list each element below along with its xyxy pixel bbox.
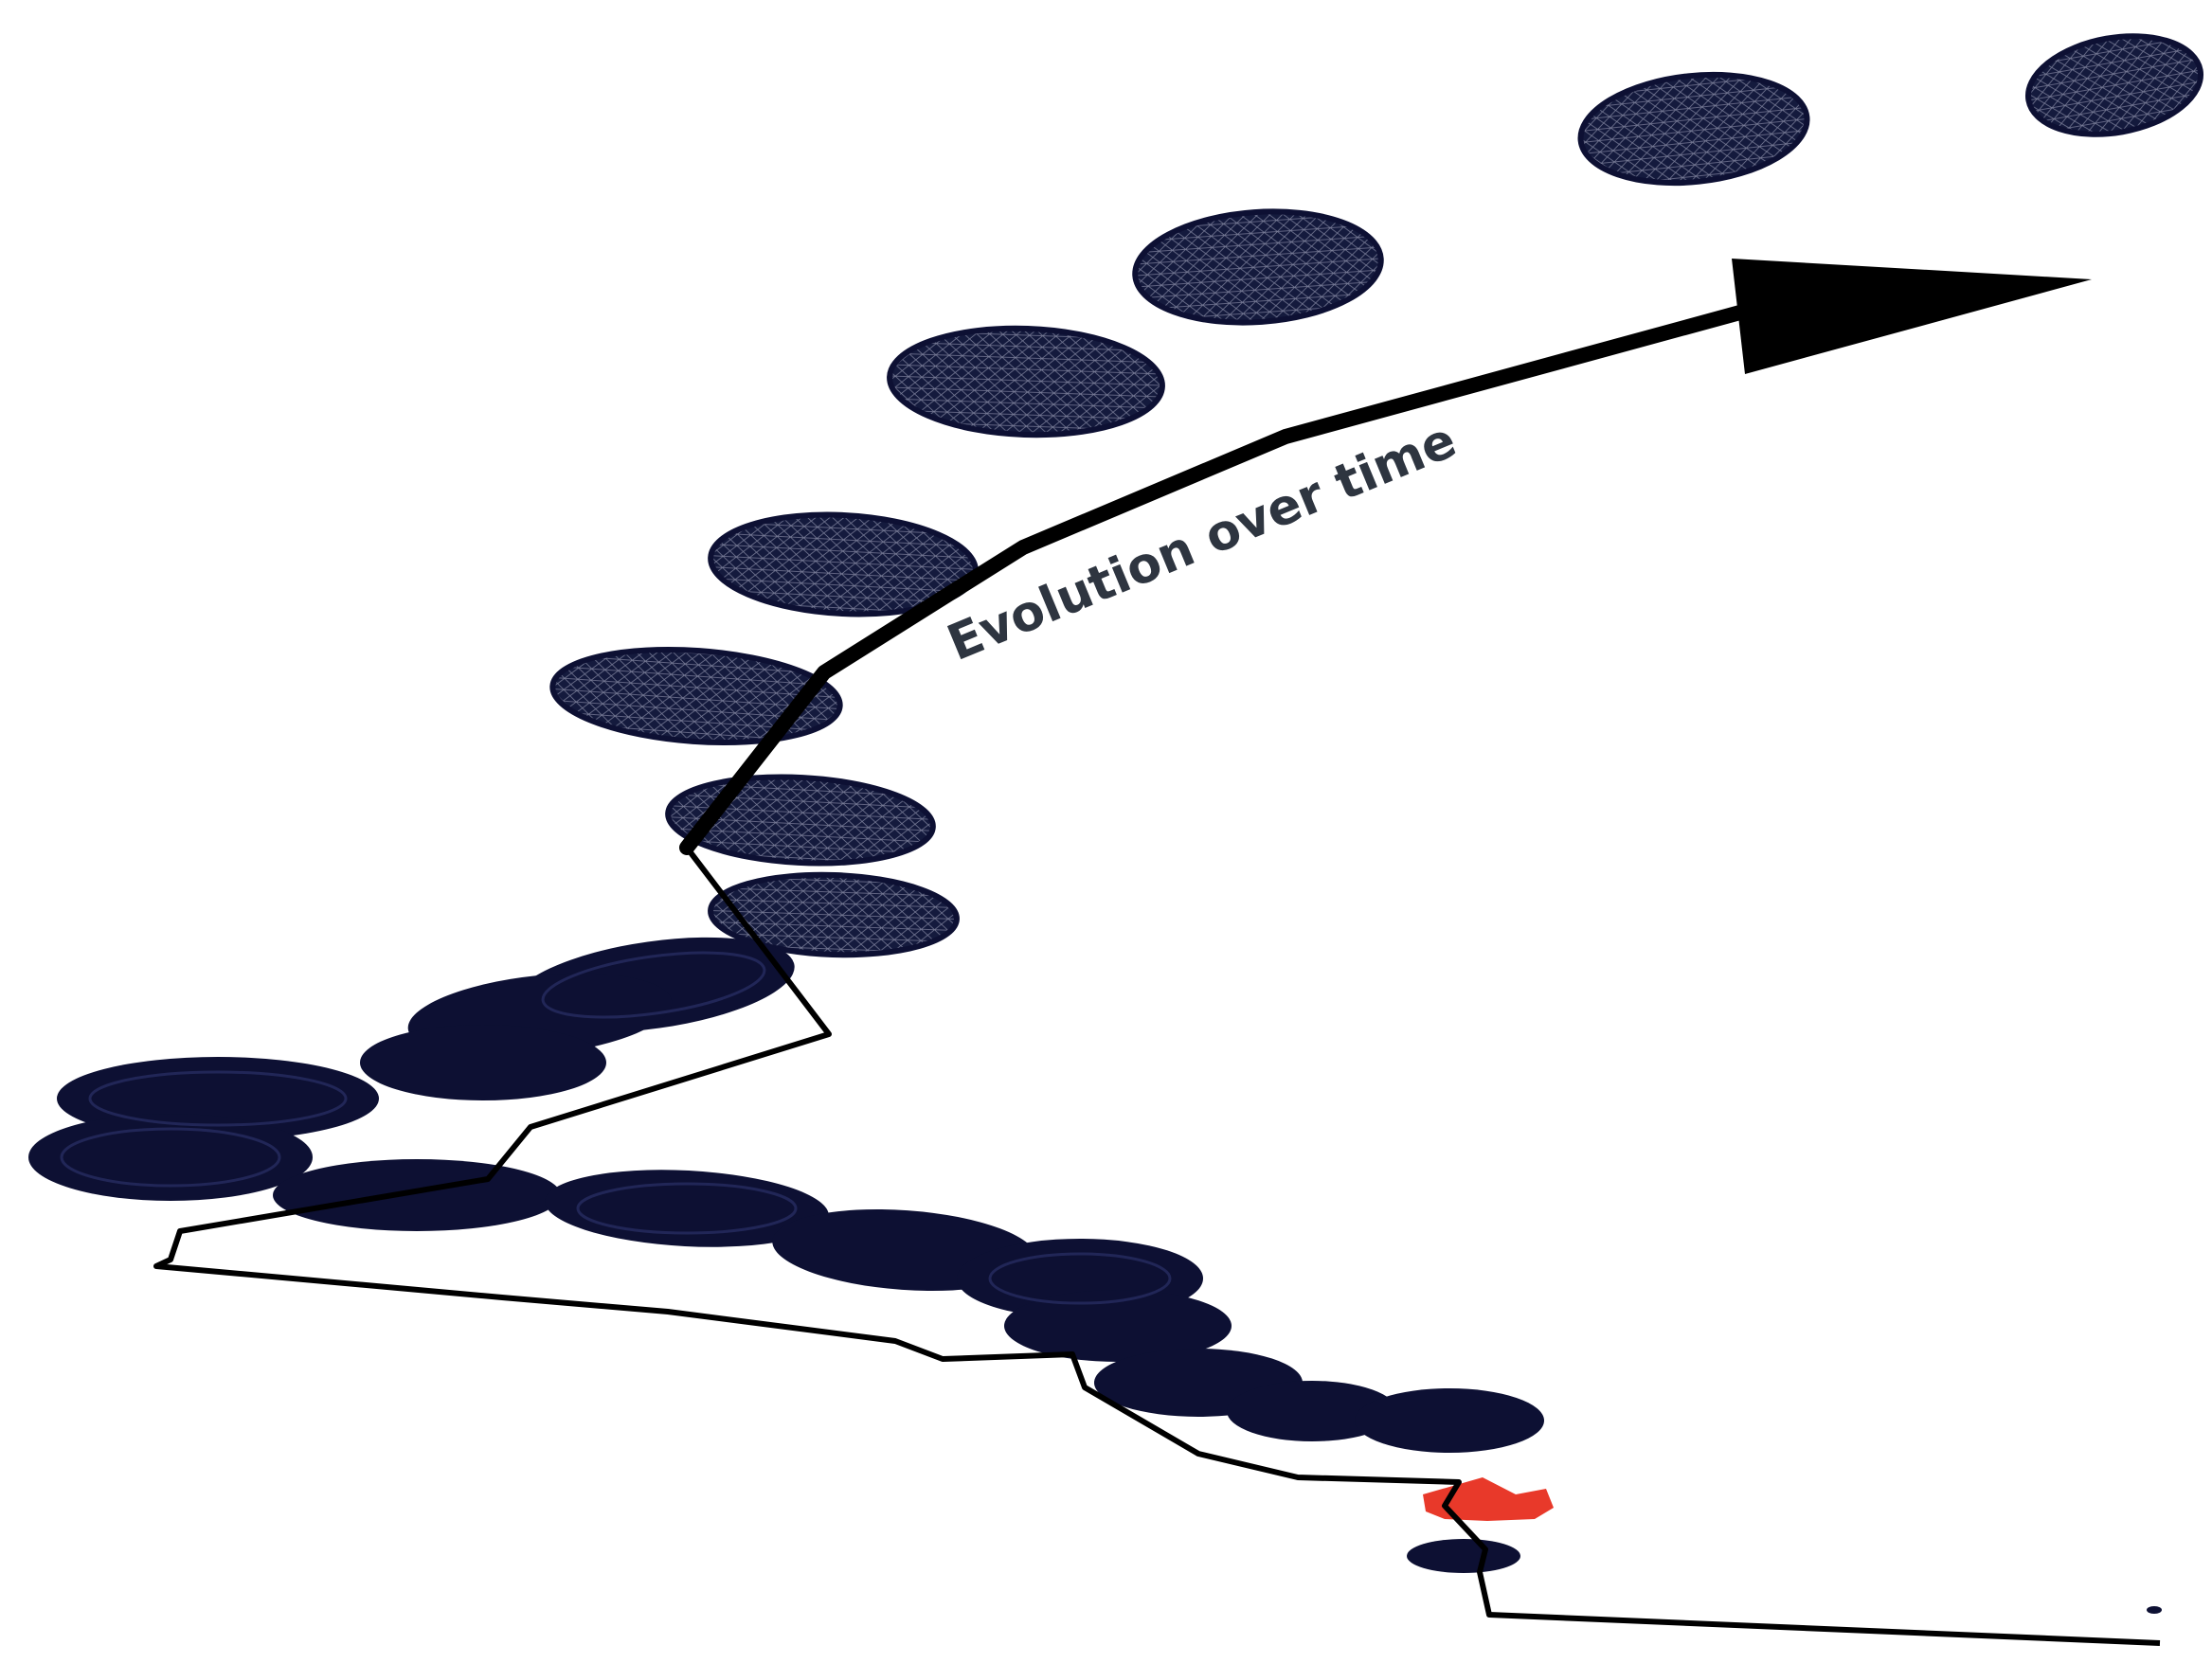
- trajectory-path: [153, 846, 2161, 1646]
- evolution-arrow-shaft: [679, 300, 1765, 855]
- mesh-snapshot-8: [708, 871, 960, 958]
- mesh-snapshot-1: [2024, 33, 2204, 137]
- mesh-snapshot-6: [549, 646, 843, 746]
- mesh-snapshot-2: [1577, 71, 1810, 187]
- dense-highlights: [60, 951, 1172, 1305]
- mesh-snapshot-3: [1132, 208, 1384, 326]
- evolution-arrowhead: [1732, 259, 2092, 374]
- mesh-snapshots: [549, 33, 2204, 958]
- mesh-snapshot-4: [887, 325, 1165, 438]
